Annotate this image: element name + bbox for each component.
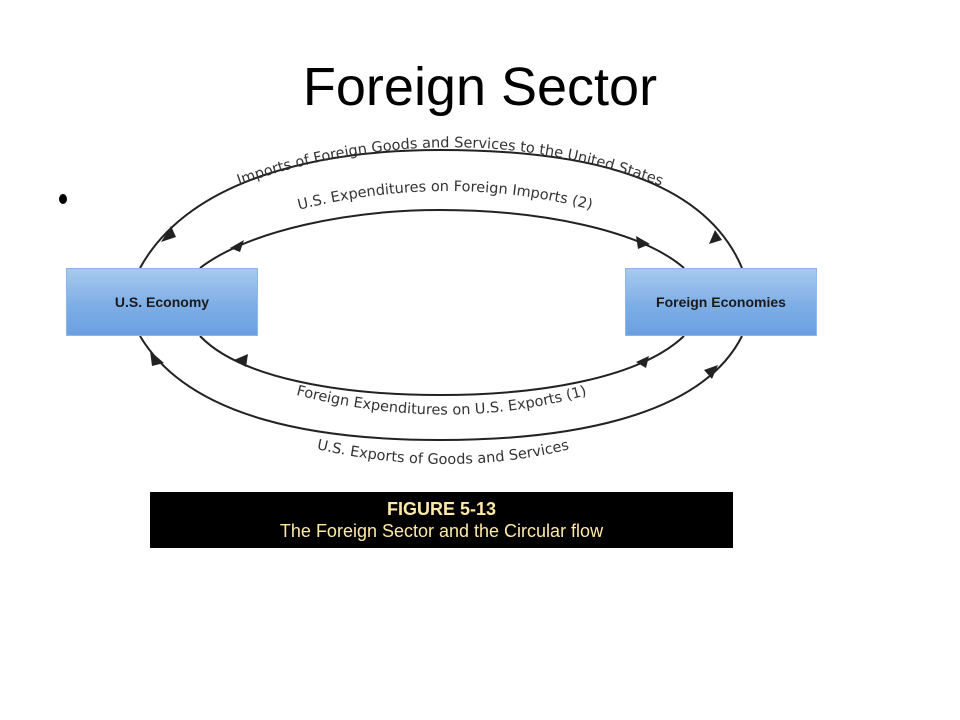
arrowhead-outer-top-left (161, 226, 176, 242)
arrowhead-outer-bottom-right (704, 365, 718, 379)
arrowhead-inner-bottom-left (234, 354, 248, 367)
label-us-expenditures-on-imports: U.S. Expenditures on Foreign Imports (2) (296, 179, 594, 214)
label-us-exports-of-goods: U.S. Exports of Goods and Services (316, 437, 571, 468)
inner-bottom-flow-line (199, 335, 685, 397)
us-economy-box: U.S. Economy (66, 268, 258, 336)
figure-caption: FIGURE 5-13 The Foreign Sector and the C… (150, 492, 733, 548)
us-economy-label: U.S. Economy (114, 294, 210, 310)
arrowhead-inner-top-left (230, 240, 244, 252)
arrowhead-inner-bottom-right (636, 356, 649, 368)
figure-title: The Foreign Sector and the Circular flow (279, 521, 604, 541)
arrowhead-outer-top-right (709, 230, 722, 244)
arrowhead-outer-bottom-left (150, 351, 164, 366)
foreign-economies-box: Foreign Economies (625, 268, 817, 336)
figure-number: FIGURE 5-13 (386, 499, 497, 519)
bullet-point (59, 194, 67, 204)
arrowhead-inner-top-right (636, 236, 650, 249)
outer-bottom-flow-line (139, 335, 743, 442)
foreign-economies-label: Foreign Economies (656, 294, 786, 310)
outer-top-flow-line (139, 148, 743, 269)
inner-top-flow-line (199, 208, 685, 269)
slide-title: Foreign Sector (302, 57, 658, 117)
